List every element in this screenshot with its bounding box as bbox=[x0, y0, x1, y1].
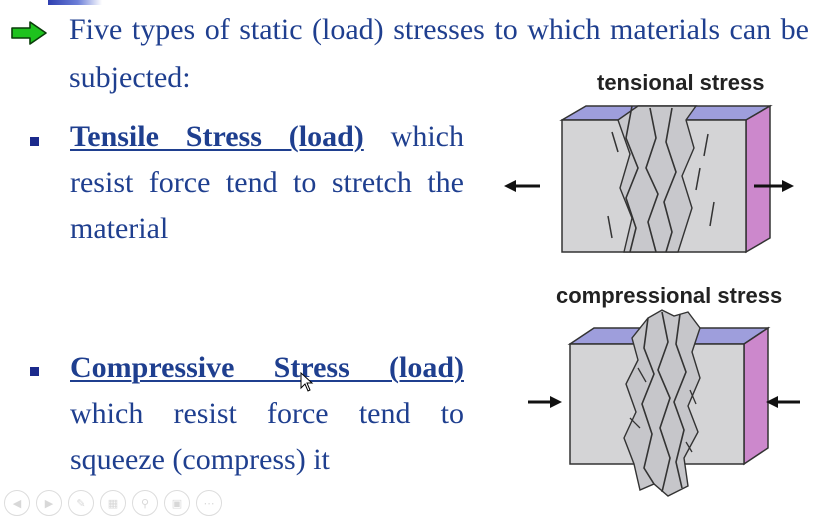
more-icon[interactable]: ⋯ bbox=[196, 490, 222, 516]
intro-text: Five types of static (load) stresses to … bbox=[69, 13, 809, 94]
display-icon[interactable]: ▣ bbox=[164, 490, 190, 516]
slide-top-accent bbox=[48, 0, 102, 5]
zoom-icon[interactable]: ⚲ bbox=[132, 490, 158, 516]
slides-icon[interactable]: ▦ bbox=[100, 490, 126, 516]
pen-icon[interactable]: ✎ bbox=[68, 490, 94, 516]
tensile-description: which resist force tend to stretch the m… bbox=[70, 120, 464, 245]
tension-diagram-title: tensional stress bbox=[597, 70, 765, 95]
compressive-term: Compressive Stress (load) bbox=[70, 351, 464, 384]
compressive-paragraph: Compressive Stress (load) which resist f… bbox=[70, 345, 464, 483]
presentation-controls: ◀ ▶ ✎ ▦ ⚲ ▣ ⋯ bbox=[4, 488, 222, 518]
compressive-description: which resist force tend to squeeze (comp… bbox=[70, 397, 464, 476]
tension-block-diagram bbox=[504, 104, 794, 254]
mouse-cursor-icon bbox=[300, 372, 314, 392]
tensile-term: Tensile Stress (load) bbox=[70, 120, 364, 153]
forward-icon[interactable]: ▶ bbox=[36, 490, 62, 516]
tensile-paragraph: Tensile Stress (load) which resist force… bbox=[70, 114, 464, 252]
bullet-square-icon bbox=[30, 367, 39, 376]
compression-diagram-title: compressional stress bbox=[556, 283, 783, 308]
bullet-square-icon bbox=[30, 137, 39, 146]
compression-block-diagram bbox=[528, 309, 800, 497]
back-icon[interactable]: ◀ bbox=[4, 490, 30, 516]
green-right-arrow-icon bbox=[11, 21, 47, 45]
